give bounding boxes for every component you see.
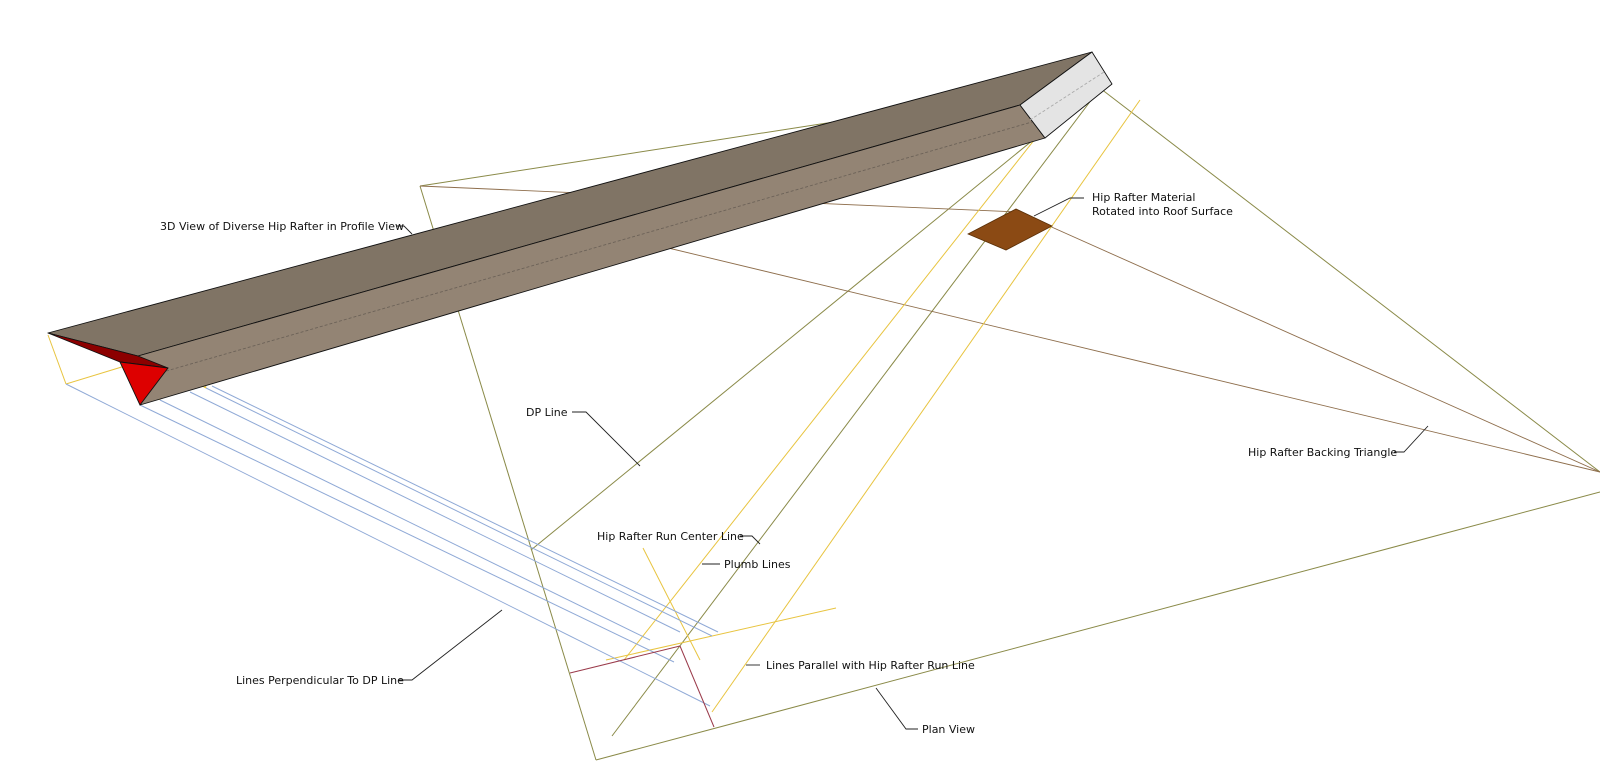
leader-dp-line: [572, 411, 641, 467]
perpendicular-lines: [65, 383, 719, 707]
leader-plan-view: [875, 687, 918, 730]
perp-line-4: [189, 391, 681, 633]
plan-edge-bottom: [595, 491, 1600, 761]
label-material-line1: Hip Rafter Material: [1092, 191, 1195, 204]
leader-material: [1033, 197, 1084, 217]
leader-lines: [396, 197, 1429, 730]
profile-end-square-1: [47, 334, 67, 385]
label-run-center-line: Hip Rafter Run Center Line: [597, 530, 744, 543]
label-dp-line: DP Line: [526, 406, 568, 419]
label-plan-view: Plan View: [922, 723, 975, 736]
dp-line: [530, 117, 1061, 551]
perp-line-1: [65, 383, 711, 707]
plan-view-outline: [419, 81, 1600, 761]
hip-run-center-line: [611, 94, 1096, 737]
label-lines-perpendicular: Lines Perpendicular To DP Line: [236, 674, 404, 687]
perp-line-3: [159, 399, 651, 641]
seat-line-1: [569, 645, 681, 674]
parallel-line-2: [711, 99, 1141, 713]
backing-line-lower: [1017, 211, 1600, 473]
plumb-line-2: [605, 607, 837, 661]
hip-rafter-3d: [47, 51, 1113, 406]
perp-line-6: [211, 385, 719, 633]
rafter-center-dash: [141, 121, 1033, 379]
rafter-top-face: [47, 51, 1093, 357]
label-lines-parallel: Lines Parallel with Hip Rafter Run Line: [766, 659, 975, 672]
label-profile-view: 3D View of Diverse Hip Rafter in Profile…: [160, 220, 404, 233]
parallel-line-1: [623, 119, 1051, 661]
label-backing-triangle: Hip Rafter Backing Triangle: [1248, 446, 1397, 459]
leader-lines-perpendicular: [398, 609, 503, 681]
leader-run-center-line: [740, 535, 761, 545]
leader-profile-view: [396, 225, 413, 235]
plumb-line-1: [642, 547, 701, 661]
seat-line-2: [679, 645, 715, 728]
backing-line-cross: [659, 245, 1600, 473]
rafter-side-face: [137, 104, 1046, 406]
seat-lines: [569, 645, 715, 728]
leader-backing-triangle: [1394, 425, 1429, 453]
perp-line-5: [205, 387, 713, 637]
hip-rafter-material-rect: [967, 208, 1053, 251]
label-material-line2: Rotated into Roof Surface: [1092, 205, 1233, 218]
rafter-end-face: [1019, 51, 1113, 139]
rafter-cut-red: [119, 361, 169, 406]
plan-edge-right: [1091, 81, 1600, 473]
labels: 3D View of Diverse Hip Rafter in Profile…: [160, 191, 1397, 736]
perp-line-2: [139, 404, 675, 663]
label-plumb-lines: Plumb Lines: [724, 558, 791, 571]
